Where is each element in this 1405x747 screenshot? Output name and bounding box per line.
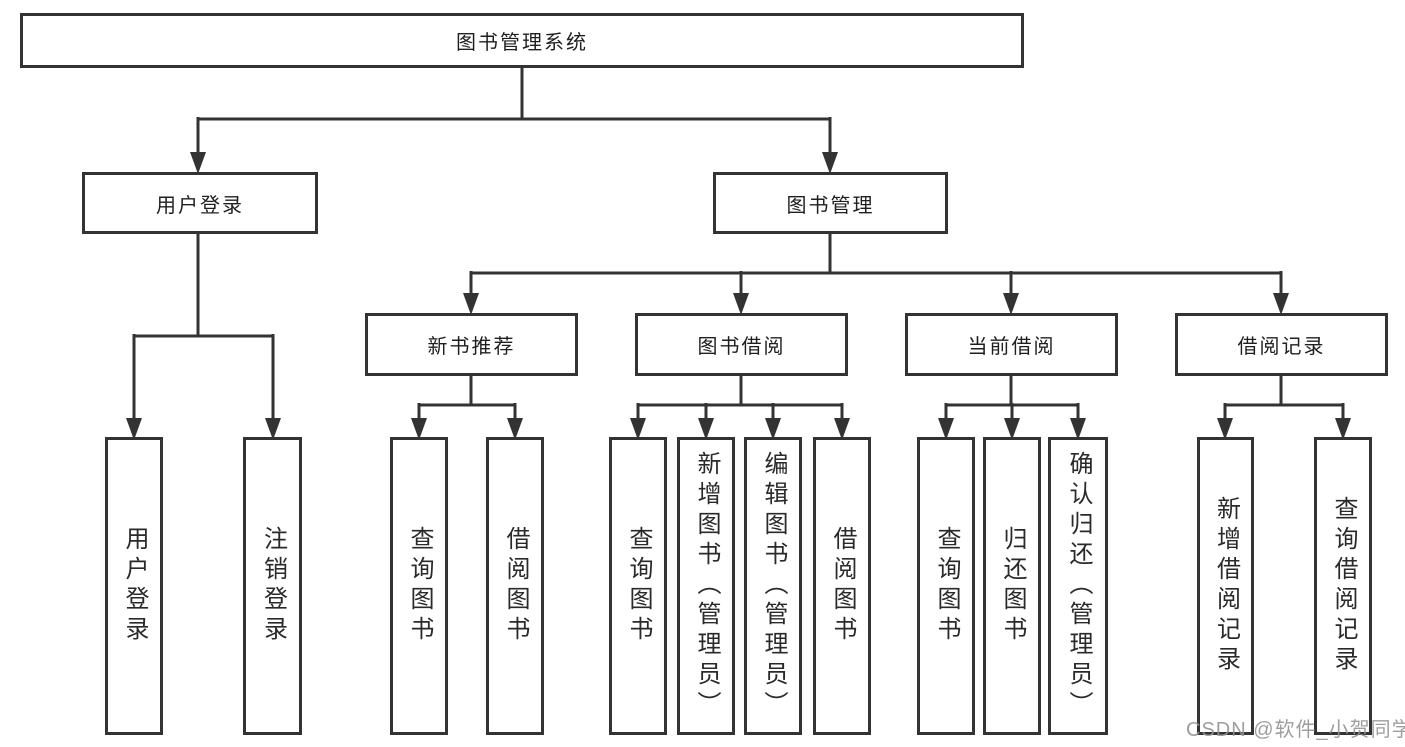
node-book-management: 图书管理 — [713, 172, 948, 234]
node-leaf-recommend-borrow-books-label: 借阅图书 — [502, 526, 529, 646]
node-borrow-records-label: 借阅记录 — [1237, 336, 1326, 358]
node-leaf-query-borrow-record-label: 查询借阅记录 — [1330, 496, 1357, 676]
node-root-label: 图书管理系统 — [456, 32, 588, 54]
node-leaf-current-query-books: 查询图书 — [917, 437, 975, 735]
node-current-borrow-label: 当前借阅 — [967, 336, 1056, 358]
node-root-system: 图书管理系统 — [20, 13, 1024, 68]
node-leaf-borrow-query-books-label: 查询图书 — [625, 526, 652, 646]
node-book-borrow: 图书借阅 — [635, 313, 848, 376]
node-leaf-add-books-admin: 新增图书（管理员） — [677, 437, 735, 735]
node-new-book-recommend: 新书推荐 — [365, 313, 578, 376]
node-leaf-borrow-books: 借阅图书 — [813, 437, 871, 735]
node-leaf-user-login-label: 用户登录 — [121, 526, 148, 646]
node-borrow-records: 借阅记录 — [1175, 313, 1388, 376]
node-leaf-logout-label: 注销登录 — [259, 526, 287, 646]
node-leaf-return-books-label: 归还图书 — [999, 526, 1026, 646]
csdn-watermark: CSDN @软件_小贺同学 — [1186, 719, 1405, 741]
node-user-login-label: 用户登录 — [156, 194, 244, 217]
node-leaf-edit-books-admin-label: 编辑图书（管理员） — [760, 451, 787, 721]
node-leaf-recommend-query-books-label: 查询图书 — [406, 526, 433, 646]
node-leaf-confirm-return-admin-label: 确认归还（管理员） — [1065, 451, 1092, 721]
node-leaf-edit-books-admin: 编辑图书（管理员） — [744, 437, 802, 735]
node-new-book-recommend-label: 新书推荐 — [427, 336, 516, 358]
node-leaf-query-borrow-record: 查询借阅记录 — [1314, 437, 1372, 735]
node-book-management-label: 图书管理 — [786, 194, 875, 217]
node-leaf-borrow-books-label: 借阅图书 — [829, 526, 856, 646]
arrowhead-icons — [126, 152, 1351, 440]
node-leaf-borrow-query-books: 查询图书 — [609, 437, 667, 735]
node-book-borrow-label: 图书借阅 — [697, 336, 786, 358]
node-leaf-logout: 注销登录 — [243, 437, 302, 735]
node-user-login: 用户登录 — [82, 172, 318, 234]
node-leaf-add-borrow-record-label: 新增借阅记录 — [1212, 496, 1240, 676]
node-leaf-add-borrow-record: 新增借阅记录 — [1197, 437, 1254, 735]
node-leaf-recommend-borrow-books: 借阅图书 — [486, 437, 544, 735]
node-leaf-confirm-return-admin: 确认归还（管理员） — [1048, 437, 1108, 735]
node-leaf-user-login: 用户登录 — [105, 437, 163, 735]
node-leaf-recommend-query-books: 查询图书 — [390, 437, 448, 735]
node-current-borrow: 当前借阅 — [905, 313, 1118, 376]
node-leaf-add-books-admin-label: 新增图书（管理员） — [693, 451, 720, 721]
node-leaf-current-query-books-label: 查询图书 — [933, 526, 960, 646]
node-leaf-return-books: 归还图书 — [983, 437, 1041, 735]
